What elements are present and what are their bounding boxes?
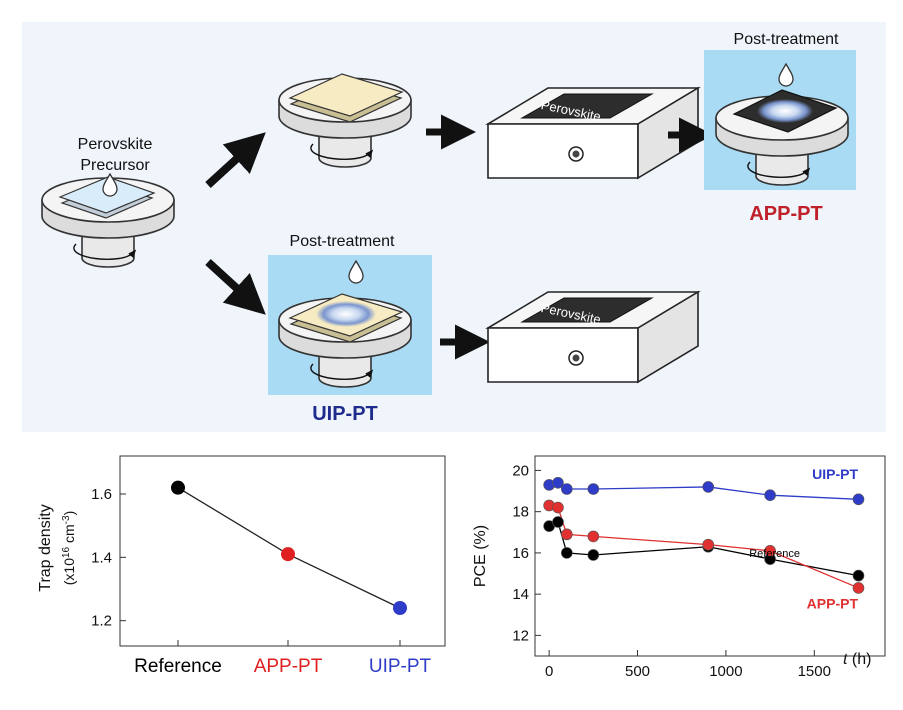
trap-ylabel: Trap density [37, 504, 54, 591]
trap-point-1 [281, 547, 295, 562]
pce-xtick-label: 500 [625, 663, 650, 680]
pce-ylabel: PCE (%) [472, 525, 489, 587]
pce-ytick-label: 12 [512, 627, 529, 644]
bottom-post-treatment-label: Post-treatment [290, 233, 395, 250]
precursor-label-line1: Perovskite [78, 136, 153, 153]
pce-xlabel: t (h) [843, 651, 871, 668]
uip-pt-spin-coater [279, 260, 411, 387]
pce-point-s0-6 [852, 493, 865, 506]
trap-plot-frame [119, 455, 446, 647]
route-label-app-pt: APP-PT [749, 203, 822, 225]
pce-point-s0-4 [702, 481, 715, 493]
pce-point-s2-5 [764, 545, 776, 557]
pce-xtick-label: 1500 [798, 663, 831, 680]
top-post-treatment-label: Post-treatment [734, 31, 839, 48]
pce-ytick-label: 18 [512, 504, 529, 521]
trap-category-label: UIP-PT [369, 656, 432, 677]
pce-point-s1-2 [561, 547, 573, 559]
trap-category-label: Reference [134, 656, 222, 677]
precursor-spin-coater [42, 173, 174, 267]
pce-point-s2-3 [587, 530, 600, 543]
pce-ytick-label: 20 [512, 462, 529, 479]
trap-density-chart: Trap density (x1016 cm-3) 1.2 1.4 1.6 Refe… [37, 455, 446, 677]
pce-chart: PCE (%) t (h) 12 14 16 18 20 0 500 1000 1500 UIP… [472, 455, 886, 680]
route-label-uip-pt: UIP-PT [312, 403, 378, 425]
trap-category-label: APP-PT [254, 656, 323, 677]
trap-point-2 [393, 601, 407, 615]
pce-point-s2-2 [561, 528, 573, 541]
branch-arrow-up-icon [205, 132, 266, 188]
pce-series-label-0: UIP-PT [812, 466, 858, 482]
pce-point-s0-1 [552, 477, 564, 489]
app-pt-spin-coater [716, 63, 848, 185]
pce-point-s0-2 [561, 483, 573, 495]
branch-arrow-down-icon [205, 259, 266, 315]
pce-point-s0-3 [587, 483, 600, 495]
pce-point-s0-5 [764, 489, 776, 501]
pce-point-s2-4 [702, 538, 715, 551]
pce-series-label-1: Reference [749, 548, 800, 560]
pce-point-s1-3 [587, 549, 600, 561]
pce-point-s2-1 [552, 501, 564, 514]
trap-ytick-label: 1.6 [91, 486, 112, 503]
pce-ytick-label: 16 [512, 545, 529, 562]
trap-ytick-label: 1.2 [91, 613, 112, 630]
pce-xtick-label: 0 [545, 663, 553, 680]
trap-ylabel-unit: (x1016 cm-3) [61, 511, 78, 586]
pce-xtick-label: 1000 [709, 663, 742, 680]
precursor-label-line2: Precursor [80, 157, 150, 174]
process-schematic: Perovskite Precursor Perovskite Post-tre… [22, 22, 886, 432]
pce-point-s2-6 [852, 582, 865, 594]
trap-point-0 [171, 480, 185, 495]
pce-ytick-label: 14 [512, 586, 529, 603]
top-spin-coater [279, 73, 411, 167]
pce-point-s1-1 [552, 516, 564, 528]
pce-point-s1-6 [852, 569, 865, 582]
trap-ytick-label: 1.4 [91, 549, 112, 566]
pce-series-label-2: APP-PT [807, 596, 859, 612]
pce-plot-frame [534, 455, 886, 657]
